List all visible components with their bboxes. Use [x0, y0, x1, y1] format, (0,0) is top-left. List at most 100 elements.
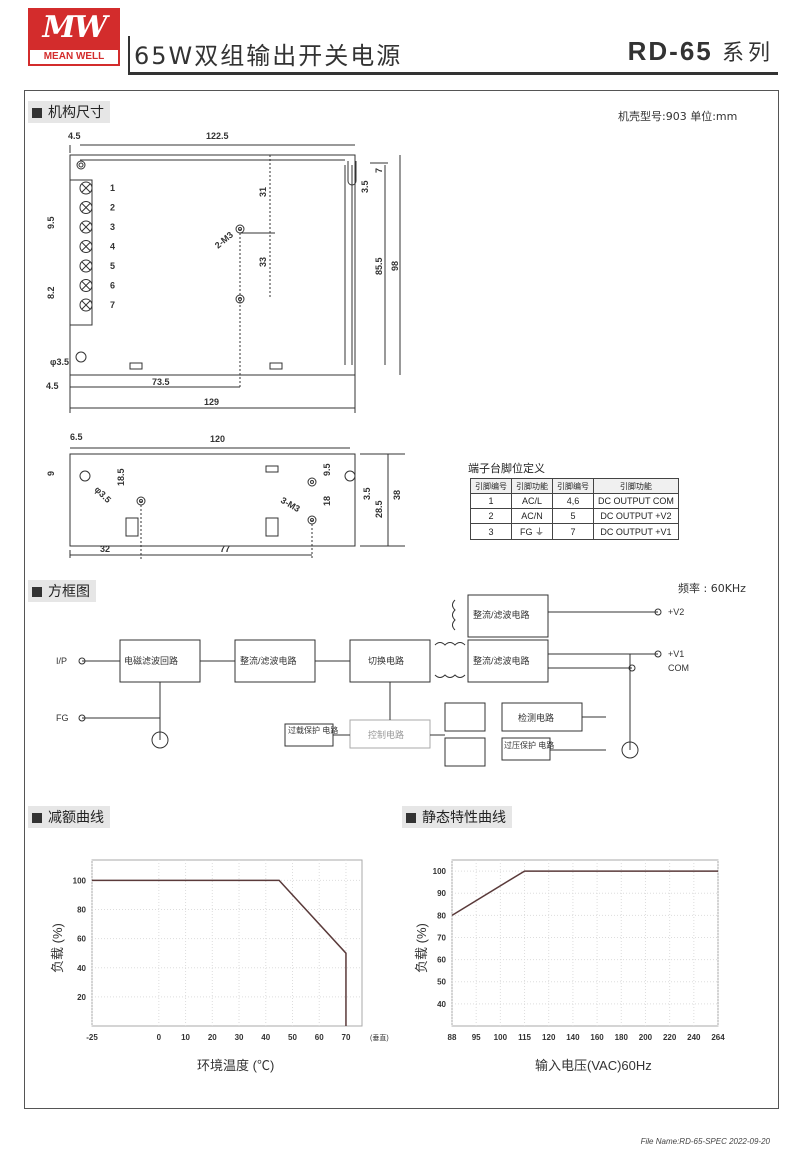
x-unit-note: (垂直) [370, 1033, 389, 1042]
terminal-block [69, 179, 93, 326]
page-title: 65W双组输出开关电源 [134, 42, 403, 70]
pin-table-header-cell: 引脚编号 [552, 478, 594, 494]
footer-file-name: File Name:RD-65-SPEC 2022-09-20 [640, 1137, 770, 1146]
terminal-number: 1 [110, 183, 115, 193]
dim-38: 38 [392, 490, 402, 500]
terminal-screw-icon [79, 220, 93, 234]
pin-table-cell: AC/N [511, 508, 553, 524]
x-tick-label: 88 [448, 1033, 457, 1042]
pin-table-cell: 5 [552, 508, 594, 524]
dim-33: 33 [258, 257, 268, 267]
section-mechanical-title: 机构尺寸 [28, 101, 110, 123]
y-tick-label: 20 [77, 993, 86, 1002]
terminal-v2: +V2 [668, 607, 684, 617]
block-switch: 切换电路 [368, 655, 404, 666]
x-tick-label: 0 [157, 1033, 162, 1042]
header-divider [128, 36, 130, 74]
pin-table-cell: 4,6 [552, 493, 594, 509]
x-tick-label: 20 [208, 1033, 217, 1042]
series-code-text: RD-65 [627, 36, 713, 66]
y-tick-label: 70 [437, 933, 446, 942]
y-tick-label: 50 [437, 978, 446, 987]
y-tick-label: 90 [437, 889, 446, 898]
dim-bottom-left: 4.5 [46, 381, 59, 391]
series-suffix: 系列 [721, 40, 774, 65]
x-tick-label: 120 [542, 1033, 556, 1042]
dim-side-9-5: 9.5 [322, 463, 332, 476]
dim-side-m3: 3-M3 [279, 495, 302, 514]
pin-table-cell: DC OUTPUT +V1 [593, 523, 679, 540]
y-tick-label: 80 [437, 911, 446, 920]
dim-129: 129 [204, 397, 219, 407]
x-tick-label: 220 [663, 1033, 677, 1042]
terminal-number: 2 [110, 203, 115, 213]
ground-icon [151, 731, 169, 749]
terminal-com: COM [668, 663, 689, 673]
pin-table-cell: 7 [552, 523, 594, 540]
x-tick-label: 70 [342, 1033, 351, 1042]
terminal-screw-icon [79, 201, 93, 214]
pin-table-title: 端子台脚位定义 [468, 462, 545, 475]
x-tick-label: 60 [315, 1033, 324, 1042]
block-rect-v2: 整流/滤波电路 [473, 609, 530, 620]
block-rect-v1: 整流/滤波电路 [473, 655, 530, 666]
terminal-screw-icon [79, 298, 93, 312]
dim-side-hole: φ3.5 [93, 484, 113, 504]
series-code: RD-65 系列 [628, 35, 774, 67]
x-axis-label: 环境温度 (℃) [197, 1058, 274, 1073]
x-tick-label: 95 [472, 1033, 481, 1042]
dim-120: 120 [210, 434, 225, 444]
pin-table-header-cell: 引脚功能 [593, 478, 679, 494]
dim-3-5: 3.5 [360, 180, 370, 193]
y-tick-label: 60 [437, 956, 446, 965]
mounting-hole-icon [76, 160, 86, 170]
terminal-v1: +V1 [668, 649, 684, 659]
pin-table-cell: FG ⏚ [511, 523, 553, 540]
dim-9: 9 [46, 471, 56, 476]
dim-31: 31 [258, 187, 268, 197]
x-tick-label: 264 [711, 1033, 725, 1042]
logo-mark: MW [42, 10, 108, 45]
x-tick-label: 140 [566, 1033, 580, 1042]
dim-77: 77 [220, 544, 230, 554]
terminal-number: 6 [110, 281, 115, 291]
pin-table-cell: 1 [470, 493, 512, 509]
side-view-outline [69, 453, 356, 547]
x-tick-label: 100 [494, 1033, 508, 1042]
x-tick-label: 50 [288, 1033, 297, 1042]
x-tick-label: -25 [86, 1033, 98, 1042]
x-axis-label: 输入电压(VAC)60Hz [535, 1058, 652, 1073]
derating-line [92, 879, 347, 1026]
terminal-screw-icon [79, 181, 93, 195]
terminal-number: 7 [110, 300, 115, 310]
x-tick-label: 160 [590, 1033, 604, 1042]
x-tick-label: 40 [261, 1033, 270, 1042]
case-note: 机壳型号:903 单位:mm [618, 110, 738, 123]
pin-table-cell: 3 [470, 523, 512, 540]
pin-table-header: 引脚编号引脚功能引脚编号引脚功能 [470, 478, 679, 494]
dim-6-5: 6.5 [70, 432, 83, 442]
dim-28-5: 28.5 [374, 500, 384, 518]
dim-m3: 2-M3 [213, 230, 235, 251]
dim-8-2: 8.2 [46, 286, 56, 299]
y-axis-label: 负载 (%) [50, 923, 65, 973]
pin-table-header-cell: 引脚功能 [511, 478, 553, 494]
ground-icon-output [621, 741, 639, 759]
pin-table-cell: DC OUTPUT +V2 [593, 508, 679, 524]
terminal-fg: FG [56, 713, 69, 723]
x-tick-label: 200 [639, 1033, 653, 1042]
block-diagram: 电磁滤波回路 整流/滤波电路 切换电路 整流/滤波电路 整流/滤波电路 过载保护… [56, 594, 689, 767]
pin-table-cell: AC/L [511, 493, 553, 509]
x-tick-label: 115 [518, 1033, 531, 1042]
y-tick-label: 80 [77, 906, 86, 915]
block-emi: 电磁滤波回路 [124, 655, 178, 666]
terminal-screw-icon [79, 279, 93, 292]
dim-hole: φ3.5 [50, 357, 69, 367]
dim-7: 7 [374, 168, 384, 173]
dim-85-5: 85.5 [374, 257, 384, 275]
static-line [451, 870, 718, 916]
